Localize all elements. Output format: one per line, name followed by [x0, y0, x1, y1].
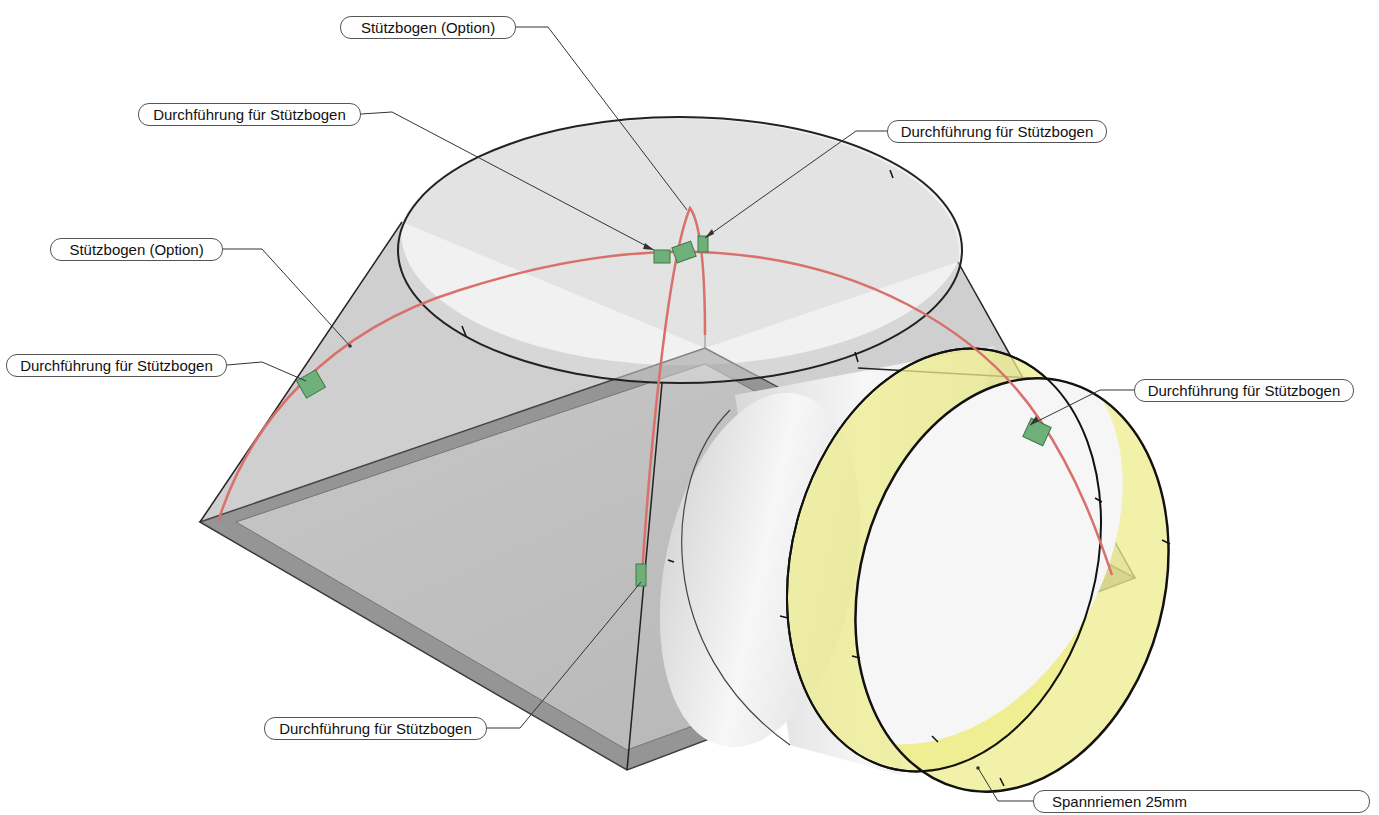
- callout-label: Durchführung für Stützbogen: [6, 354, 227, 377]
- callout-text: Durchführung für Stützbogen: [20, 355, 213, 376]
- callout-text: Durchführung für Stützbogen: [901, 121, 1094, 142]
- callout-label: Durchführung für Stützbogen: [264, 717, 487, 740]
- callout-text: Durchführung für Stützbogen: [1148, 380, 1341, 401]
- callout-label: Stützbogen (Option): [340, 16, 516, 39]
- top-opening: [398, 117, 962, 383]
- support-arc: [642, 208, 705, 575]
- leader-line: [223, 27, 1134, 801]
- support-arc: [218, 252, 1112, 575]
- callout-label: Stützbogen (Option): [50, 238, 223, 261]
- callout-label: Durchführung für Stützbogen: [138, 103, 361, 126]
- callout-label: Spannriemen 25mm: [1033, 790, 1370, 813]
- callout-label: Durchführung für Stützbogen: [1134, 379, 1354, 402]
- callout-text: Spannriemen 25mm: [1052, 791, 1187, 812]
- callout-text: Stützbogen (Option): [69, 239, 203, 260]
- callout-text: Durchführung für Stützbogen: [153, 104, 346, 125]
- callout-text: Durchführung für Stützbogen: [279, 718, 472, 739]
- feedthrough: [296, 236, 1051, 586]
- callout-text: Stützbogen (Option): [361, 17, 495, 38]
- ring-front: [811, 343, 1213, 815]
- callout-label: Durchführung für Stützbogen: [887, 120, 1107, 143]
